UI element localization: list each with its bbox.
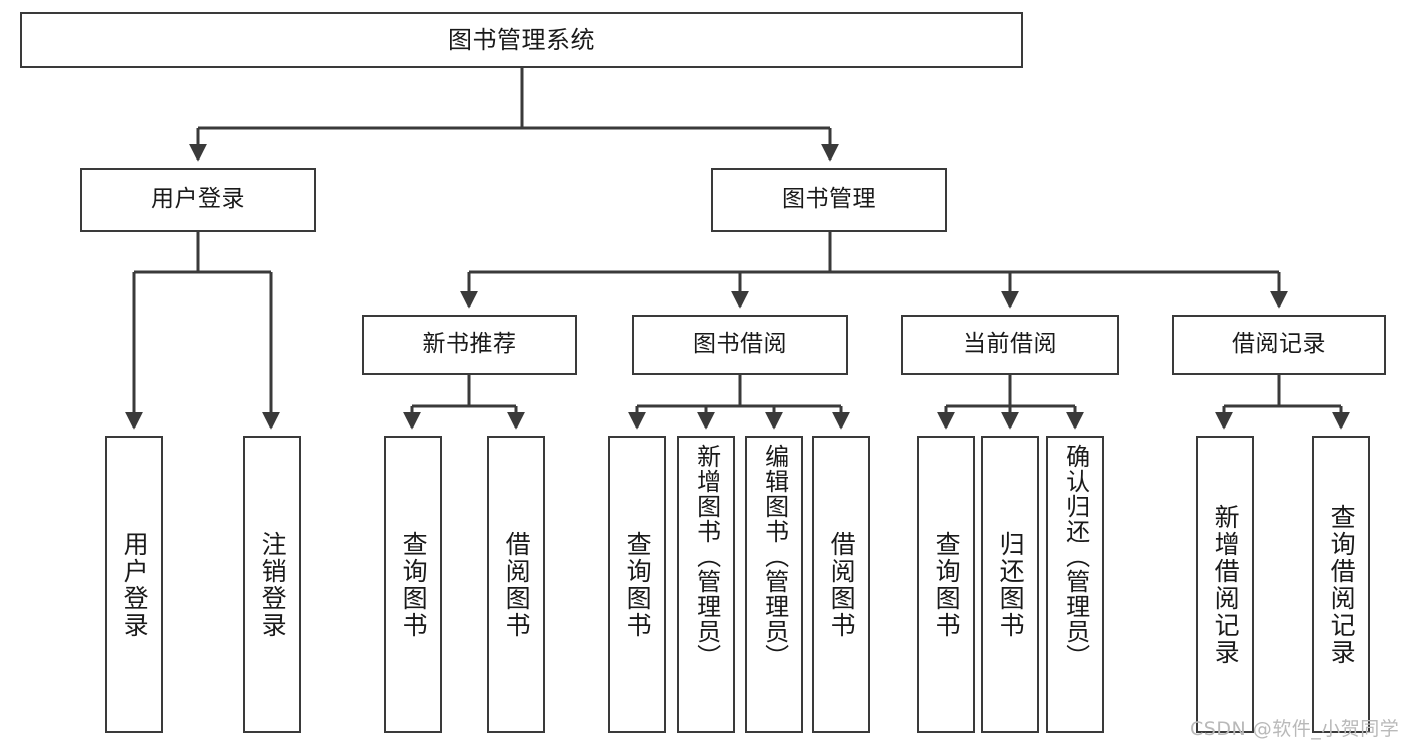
node-leaf-borrow-book-recommend[interactable]: 借阅图书 <box>487 436 545 733</box>
node-label: 借阅图书 <box>502 530 532 639</box>
node-label: 借阅记录 <box>1232 331 1326 358</box>
node-book-borrow[interactable]: 图书借阅 <box>632 315 848 375</box>
node-leaf-user-login[interactable]: 用户登录 <box>105 436 163 733</box>
node-leaf-query-book-recommend[interactable]: 查询图书 <box>384 436 442 733</box>
node-label: 编辑图书（管理员） <box>760 444 789 669</box>
node-label: 查询借阅记录 <box>1327 503 1357 666</box>
node-label: 图书管理系统 <box>448 25 595 54</box>
node-label: 新书推荐 <box>422 331 517 358</box>
node-leaf-add-book-admin[interactable]: 新增图书（管理员） <box>677 436 735 733</box>
node-label: 新增借阅记录 <box>1211 503 1241 666</box>
node-leaf-query-book-current[interactable]: 查询图书 <box>917 436 975 733</box>
node-new-book-recommend[interactable]: 新书推荐 <box>362 315 577 375</box>
node-root-book-management-system[interactable]: 图书管理系统 <box>20 12 1023 68</box>
node-label: 图书管理 <box>782 186 876 213</box>
node-leaf-add-borrow-record[interactable]: 新增借阅记录 <box>1196 436 1254 733</box>
node-label: 确认归还（管理员） <box>1061 444 1090 669</box>
node-label: 借阅图书 <box>827 530 857 639</box>
node-leaf-query-book-borrow[interactable]: 查询图书 <box>608 436 666 733</box>
node-leaf-query-borrow-record[interactable]: 查询借阅记录 <box>1312 436 1370 733</box>
node-label: 查询图书 <box>623 530 653 639</box>
node-user-login[interactable]: 用户登录 <box>80 168 316 232</box>
node-label: 用户登录 <box>151 186 245 213</box>
node-leaf-user-logout[interactable]: 注销登录 <box>243 436 301 733</box>
node-label: 图书借阅 <box>693 331 787 358</box>
node-label: 用户登录 <box>120 530 150 639</box>
node-label: 归还图书 <box>996 530 1026 639</box>
csdn-watermark: CSDN @软件_小贺同学 <box>1190 718 1400 740</box>
node-leaf-confirm-return-admin[interactable]: 确认归还（管理员） <box>1046 436 1104 733</box>
node-borrow-record[interactable]: 借阅记录 <box>1172 315 1386 375</box>
node-label: 查询图书 <box>932 530 962 639</box>
node-leaf-edit-book-admin[interactable]: 编辑图书（管理员） <box>745 436 803 733</box>
node-label: 当前借阅 <box>963 331 1057 358</box>
node-book-manage[interactable]: 图书管理 <box>711 168 947 232</box>
node-label: 新增图书（管理员） <box>692 444 721 669</box>
node-current-borrow[interactable]: 当前借阅 <box>901 315 1119 375</box>
node-leaf-borrow-book-borrow[interactable]: 借阅图书 <box>812 436 870 733</box>
node-leaf-return-book[interactable]: 归还图书 <box>981 436 1039 733</box>
node-label: 注销登录 <box>258 530 288 639</box>
node-label: 查询图书 <box>399 530 429 639</box>
